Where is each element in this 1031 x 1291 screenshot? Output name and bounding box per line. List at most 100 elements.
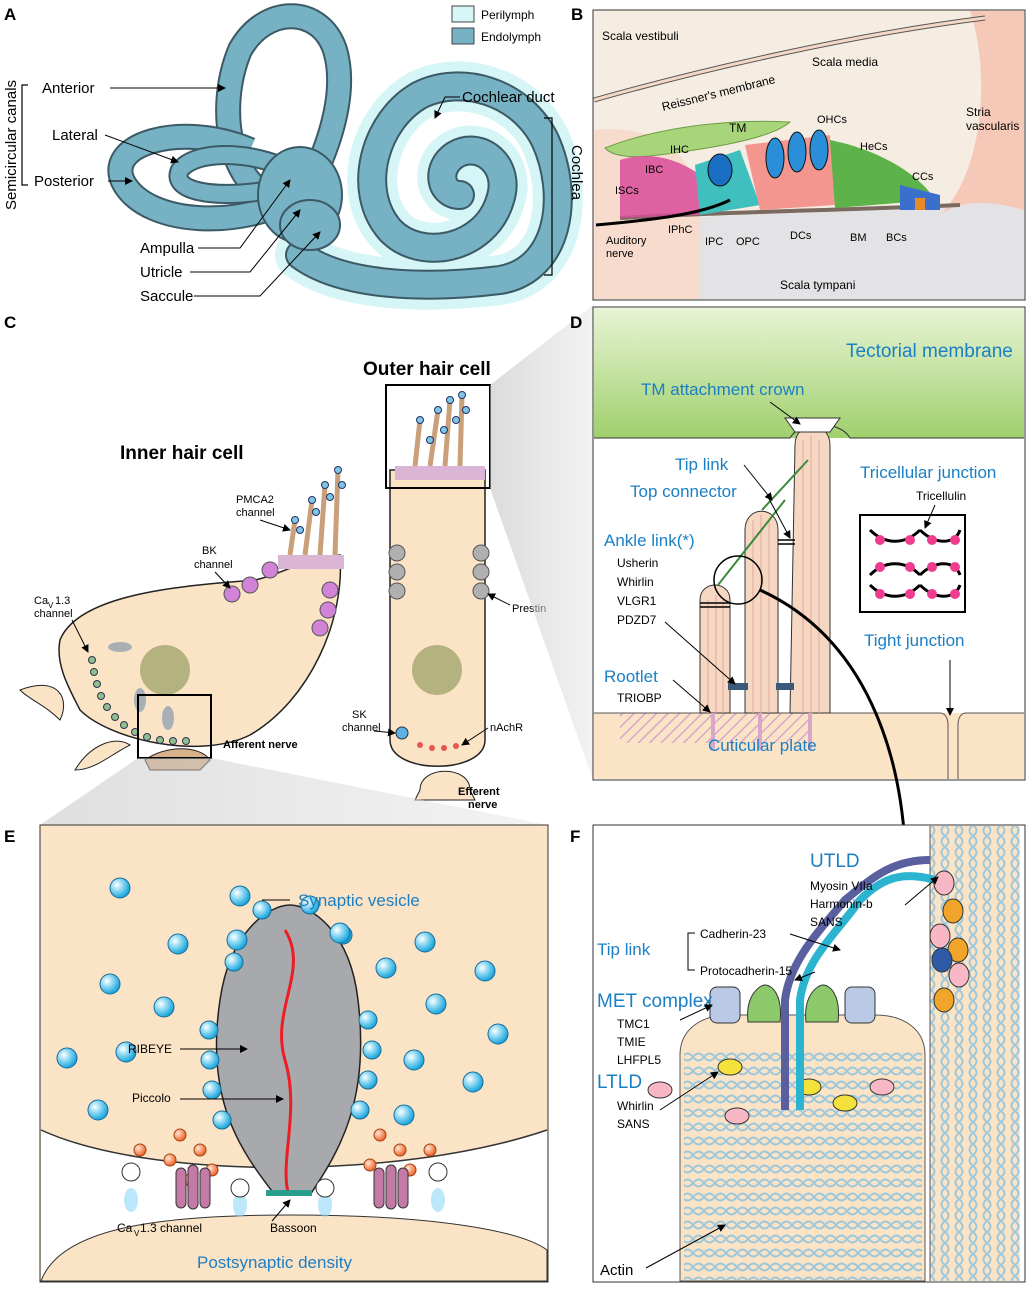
postsynaptic-density: [40, 1214, 548, 1282]
label-cav-e-rest: 1.3 channel: [140, 1221, 202, 1235]
panel-label-a: A: [4, 5, 16, 24]
panel-c: C Outer hair cell: [4, 305, 593, 825]
label-cochlea: Cochlea: [568, 145, 585, 201]
panel-label-d: D: [570, 313, 582, 332]
met-complex: [709, 984, 876, 1024]
protocadherin-strand: [781, 856, 931, 1110]
label-semicircular-canals: Semicircular canals: [3, 80, 20, 210]
scala-tympani-region: [594, 200, 1024, 299]
label-ihc: IHC: [670, 144, 689, 156]
bracket-canals: [21, 84, 28, 186]
label-tmie: TMIE: [617, 1035, 646, 1049]
cav-channels: [175, 1164, 409, 1210]
orange-vesicles: [133, 1128, 437, 1187]
zoom-shade-e: [40, 758, 548, 825]
label-utricle: Utricle: [140, 264, 183, 281]
label-cochlear-duct: Cochlear duct: [462, 89, 555, 106]
piccolo-filament: [280, 929, 295, 1193]
label-outer-hair-cell: Outer hair cell: [363, 359, 491, 380]
label-cav-ca: Ca: [34, 595, 49, 607]
panel-e: E: [4, 824, 549, 1283]
label-triobp: TRIOBP: [617, 691, 662, 705]
panel-label-b: B: [571, 5, 583, 24]
semicircular-canals-drawing: [107, 3, 352, 251]
label-actin: Actin: [600, 1262, 633, 1279]
label-sans-utld: SANS: [810, 915, 843, 929]
label-piccolo: Piccolo: [132, 1091, 171, 1105]
label-saccule: Saccule: [140, 288, 193, 305]
label-top-connector: Top connector: [630, 482, 737, 501]
label-sk-1: SK: [352, 709, 367, 721]
panel-b: B Scala vestibul: [571, 5, 1026, 301]
label-whirlin: Whirlin: [617, 575, 654, 589]
ltld-proteins: [647, 1058, 895, 1125]
legend-perilymph: Perilymph: [481, 8, 534, 22]
label-auditory-1: Auditory: [606, 235, 647, 247]
label-iphc: IPhC: [668, 224, 693, 236]
label-protocadherin: Protocadherin-15: [700, 964, 792, 978]
label-cav-sub: V: [48, 601, 54, 610]
label-iscs: ISCs: [615, 185, 639, 197]
label-pmca2-2: channel: [236, 507, 275, 519]
label-stria-1: Stria: [966, 105, 991, 119]
label-sk-2: channel: [342, 722, 381, 734]
label-bcs: BCs: [886, 232, 907, 244]
zoom-shade-d: [490, 305, 593, 780]
label-usherin: Usherin: [617, 556, 658, 570]
label-ccs: CCs: [912, 171, 934, 183]
label-bk-2: channel: [194, 559, 233, 571]
legend-endolymph: Endolymph: [481, 30, 541, 44]
label-ampulla: Ampulla: [140, 240, 195, 257]
label-lateral: Lateral: [52, 127, 98, 144]
label-efferent-1: Efferent: [458, 786, 500, 798]
label-cav-e-ca: Ca: [117, 1221, 133, 1235]
label-hecs: HeCs: [860, 141, 888, 153]
panel-f: F: [570, 824, 1026, 1283]
panel-label-e: E: [4, 827, 15, 846]
label-tip-link-f: Tip link: [597, 940, 651, 959]
label-sans-ltld: SANS: [617, 1117, 650, 1131]
label-bm: BM: [850, 232, 867, 244]
tricellular-junction-inset: [859, 514, 966, 613]
label-tectorial-membrane: Tectorial membrane: [846, 341, 1013, 362]
label-utld: UTLD: [810, 851, 860, 872]
label-scala-tympani: Scala tympani: [780, 278, 855, 292]
label-tmc1: TMC1: [617, 1017, 650, 1031]
label-dcs: DCs: [790, 230, 812, 242]
label-ankle-link: Ankle link(*): [604, 531, 695, 550]
label-stria-2: vascularis: [966, 119, 1019, 133]
label-tight-junction: Tight junction: [864, 631, 964, 650]
docked-vesicles: [121, 1162, 448, 1217]
outer-hair-cell-drawing: [388, 391, 490, 801]
label-tip-link: Tip link: [675, 455, 729, 474]
auditory-nerve-fibers: [595, 198, 731, 227]
cadherin-strand: [796, 872, 937, 1110]
label-tm-attachment-crown: TM attachment crown: [641, 380, 804, 399]
label-met-complex: MET complex: [597, 991, 713, 1012]
label-ipc: IPC: [705, 236, 723, 248]
label-ltld: LTLD: [597, 1072, 642, 1093]
label-ibc: IBC: [645, 164, 663, 176]
label-efferent-2: nerve: [468, 799, 497, 811]
bassoon-marker: [266, 1190, 312, 1196]
label-postsynaptic-density: Postsynaptic density: [197, 1253, 352, 1272]
panel-a: A Perilymph Endolymph Semi: [3, 3, 585, 310]
label-rootlet: Rootlet: [604, 667, 658, 686]
panel-label-f: F: [570, 827, 580, 846]
label-cav-channel: channel: [34, 608, 73, 620]
label-ohcs: OHCs: [817, 114, 847, 126]
label-lhfpl5: LHFPL5: [617, 1053, 661, 1067]
label-harmonin: Harmonin-b: [810, 897, 873, 911]
label-synaptic-vesicle: Synaptic vesicle: [298, 891, 420, 910]
label-vlgr1: VLGR1: [617, 594, 657, 608]
label-cav-e-sub: V: [134, 1229, 140, 1238]
label-cuticular-plate: Cuticular plate: [708, 736, 817, 755]
label-inner-hair-cell: Inner hair cell: [120, 443, 244, 464]
stereocilia-bundle: [699, 417, 841, 750]
label-scala-vestibuli: Scala vestibuli: [602, 29, 679, 43]
organ-of-corti: [620, 129, 940, 218]
label-posterior: Posterior: [34, 173, 94, 190]
tectorial-membrane: [594, 308, 1024, 438]
label-tm: TM: [729, 121, 746, 135]
